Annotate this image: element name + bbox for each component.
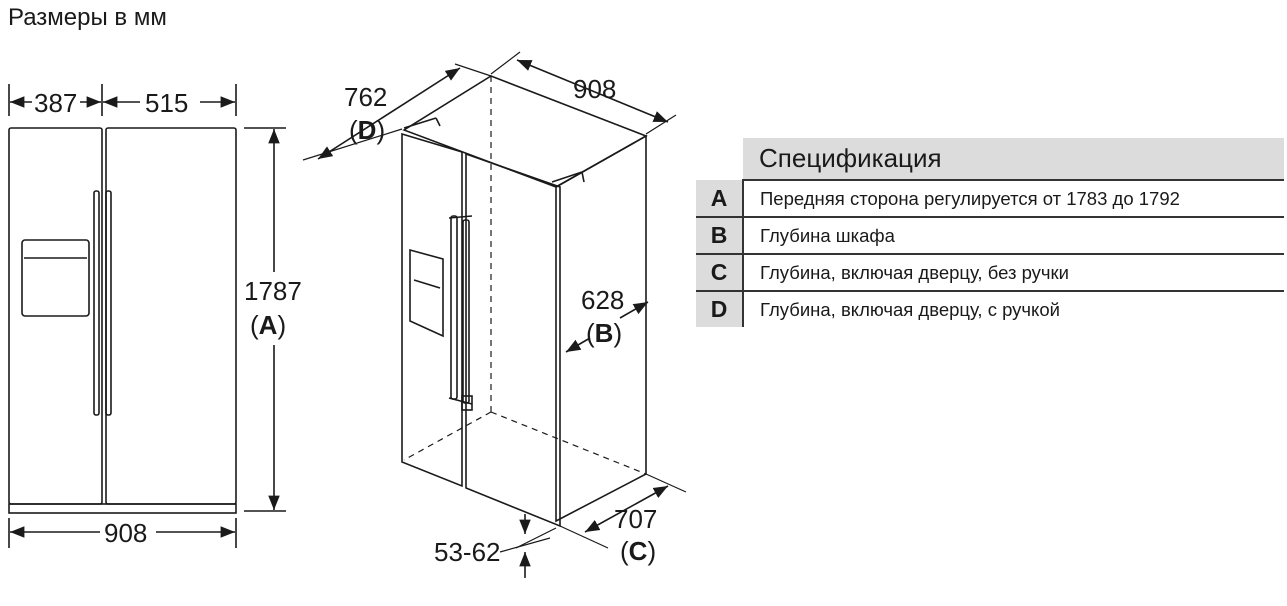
svg-text:(D): (D) (349, 115, 385, 145)
fridge-handle (105, 190, 112, 416)
svg-text:(A): (A) (250, 310, 286, 340)
front-width-left-label: 387 (34, 88, 77, 118)
svg-text:(C): (C) (620, 536, 656, 566)
spec-desc: Глубина, включая дверцу, без ручки (743, 254, 1284, 292)
spec-header: Спецификация (743, 138, 1284, 181)
iso-depth-door-key: C (629, 536, 648, 566)
svg-text:(B): (B) (586, 318, 622, 348)
water-dispenser (21, 239, 90, 317)
spec-row: C Глубина, включая дверцу, без ручки (696, 254, 1284, 292)
iso-depth-handle-key: D (358, 115, 377, 145)
spec-key: C (696, 254, 744, 292)
spec-key: A (696, 180, 744, 218)
spec-desc: Передняя сторона регулируется от 1783 до… (743, 180, 1284, 218)
iso-depth-cabinet-label: 628 (581, 285, 624, 315)
spec-header-row: Спецификация (696, 138, 1284, 181)
spec-desc: Глубина, включая дверцу, с ручкой (760, 298, 1060, 320)
freezer-handle (93, 190, 100, 416)
spec-key: D (696, 291, 744, 327)
spec-desc: Глубина шкафа (743, 217, 1284, 255)
front-width-total-label: 908 (104, 518, 147, 548)
page-title: Размеры в мм (8, 4, 167, 31)
spec-row: B Глубина шкафа (696, 217, 1284, 255)
front-width-right-label: 515 (145, 88, 188, 118)
front-height-label: 1787 (244, 276, 302, 306)
iso-freezer-handle (450, 215, 458, 400)
iso-feet-label: 53-62 (434, 537, 501, 567)
fridge-door (105, 127, 237, 505)
iso-freezer-door (401, 132, 463, 488)
spec-row: D Глубина, включая дверцу, с ручкой (696, 291, 1284, 327)
front-view (8, 84, 286, 548)
iso-view (302, 51, 687, 578)
base-plinth (8, 503, 237, 514)
spec-table: Спецификация A Передняя сторона регулиру… (696, 138, 1284, 327)
spec-key: B (696, 217, 744, 255)
iso-dispenser (409, 248, 444, 338)
front-height-key: A (259, 310, 278, 340)
iso-depth-door-label: 707 (614, 504, 657, 534)
spec-row: A Передняя сторона регулируется от 1783 … (696, 180, 1284, 218)
iso-fridge-door (465, 152, 561, 528)
iso-depth-handle-label: 762 (344, 82, 387, 112)
iso-depth-cabinet-key: B (595, 318, 614, 348)
iso-width-label: 908 (573, 74, 616, 104)
